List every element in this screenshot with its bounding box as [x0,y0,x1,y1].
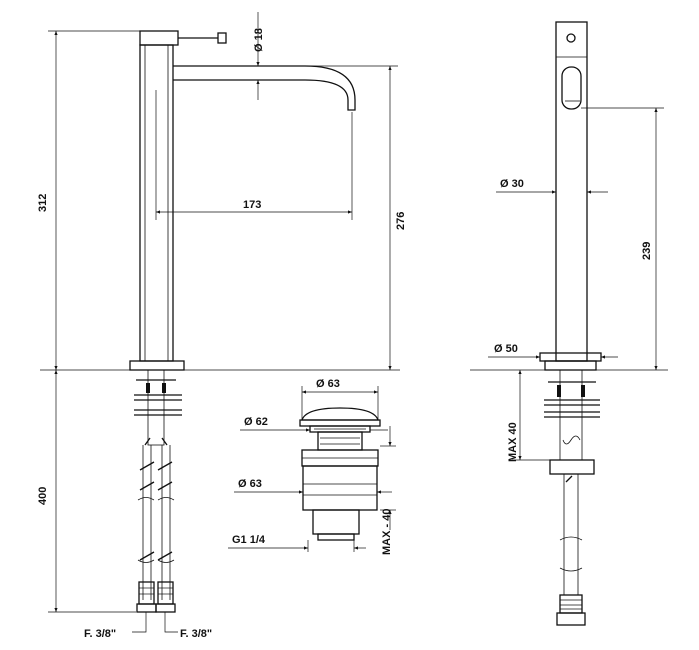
front-view-fixing [134,369,182,613]
label-f38-right: F. 3/8" [180,628,212,640]
front-view-dimensions: Ø 18 312 173 276 400 F. 3/8" F. 3/8" [37,12,407,640]
dim-276: 276 [395,212,407,230]
front-view-mixer [40,30,400,371]
dim-d30: Ø 30 [500,178,524,190]
dim-max40-side: MAX 40 [507,422,519,462]
dim-312: 312 [37,194,49,212]
side-view-mixer [470,21,668,626]
side-base [544,360,597,371]
waste-dimensions: Ø 63 Ø 62 Ø 63 G1 1/4 MAX - 40 [228,378,396,555]
dim-d50: Ø 50 [494,343,518,355]
drain-cap [301,407,379,421]
dim-239: 239 [641,242,653,260]
mixer-base [129,360,185,371]
dim-max40-waste: MAX - 40 [381,509,393,555]
dim-173: 173 [243,199,261,211]
dim-d63-mid: Ø 63 [238,478,262,490]
dim-400: 400 [37,487,49,505]
label-f38-left: F. 3/8" [84,628,116,640]
dim-g114: G1 1/4 [232,534,266,546]
side-body [555,21,588,362]
lever-pin [566,33,576,43]
spout [173,65,356,111]
spout-outlet [561,66,582,110]
waste-drain [299,407,381,541]
lever-handle [139,30,179,46]
lever-knob [217,32,227,44]
dim-d62: Ø 62 [244,416,268,428]
dim-d63-top: Ø 63 [316,378,340,390]
dim-d18: Ø 18 [253,28,265,52]
side-view-dimensions: Ø 30 239 Ø 50 MAX 40 [488,107,664,462]
